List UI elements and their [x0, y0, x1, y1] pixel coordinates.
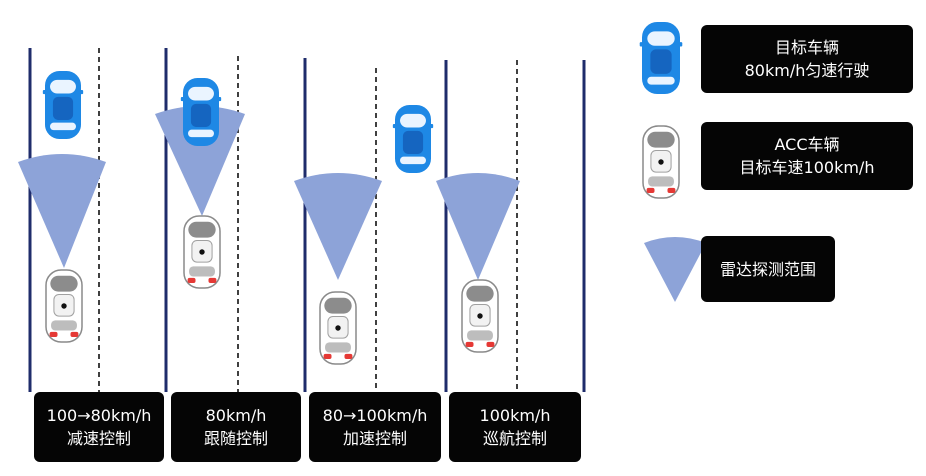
legend-target-vehicle: 目标车辆 80km/h匀速行驶	[701, 25, 913, 93]
scenario-caption-follow: 80km/h 跟随控制	[171, 392, 301, 462]
acc-car-accel	[319, 291, 357, 365]
acc-car-decel	[45, 269, 83, 343]
radar-cone-decel	[18, 154, 106, 268]
scenario-mode: 巡航控制	[482, 429, 547, 448]
acc-car-follow	[183, 215, 221, 289]
radar-cone-accel	[294, 173, 382, 280]
scenario-caption-decel: 100→80km/h 减速控制	[34, 392, 164, 462]
radar-cone-icon	[644, 237, 706, 302]
legend-acc-title: ACC车辆	[774, 135, 840, 154]
scenario-speed: 100→80km/h	[46, 406, 152, 425]
scenario-speed: 80km/h	[205, 406, 267, 425]
target-car-decel	[42, 71, 84, 139]
scenario-mode: 减速控制	[66, 429, 131, 448]
white-car-icon	[642, 125, 680, 199]
legend-target-desc: 80km/h匀速行驶	[744, 61, 870, 80]
scenario-speed: 80→100km/h	[322, 406, 428, 425]
blue-car-icon	[639, 22, 683, 94]
radar-cone-cruise	[436, 173, 520, 280]
legend-radar-range: 雷达探测范围	[701, 236, 835, 302]
radar-cone-follow	[155, 106, 245, 216]
radar-ranges	[18, 106, 706, 302]
scenario-mode: 跟随控制	[203, 429, 268, 448]
scenario-mode: 加速控制	[342, 429, 407, 448]
legend-acc-vehicle: ACC车辆 目标车速100km/h	[701, 122, 913, 190]
legend-acc-desc: 目标车速100km/h	[739, 158, 875, 177]
scenario-caption-accel: 80→100km/h 加速控制	[309, 392, 441, 462]
scenario-caption-cruise: 100km/h 巡航控制	[449, 392, 581, 462]
road-lanes	[28, 48, 586, 392]
legend-radar-title: 雷达探测范围	[719, 259, 816, 279]
scenario-speed: 100km/h	[479, 406, 551, 425]
vehicles	[42, 22, 683, 365]
legend-target-title: 目标车辆	[774, 38, 839, 57]
acc-car-cruise	[461, 279, 499, 353]
target-car-accel	[392, 105, 434, 173]
target-car-follow	[180, 78, 222, 146]
